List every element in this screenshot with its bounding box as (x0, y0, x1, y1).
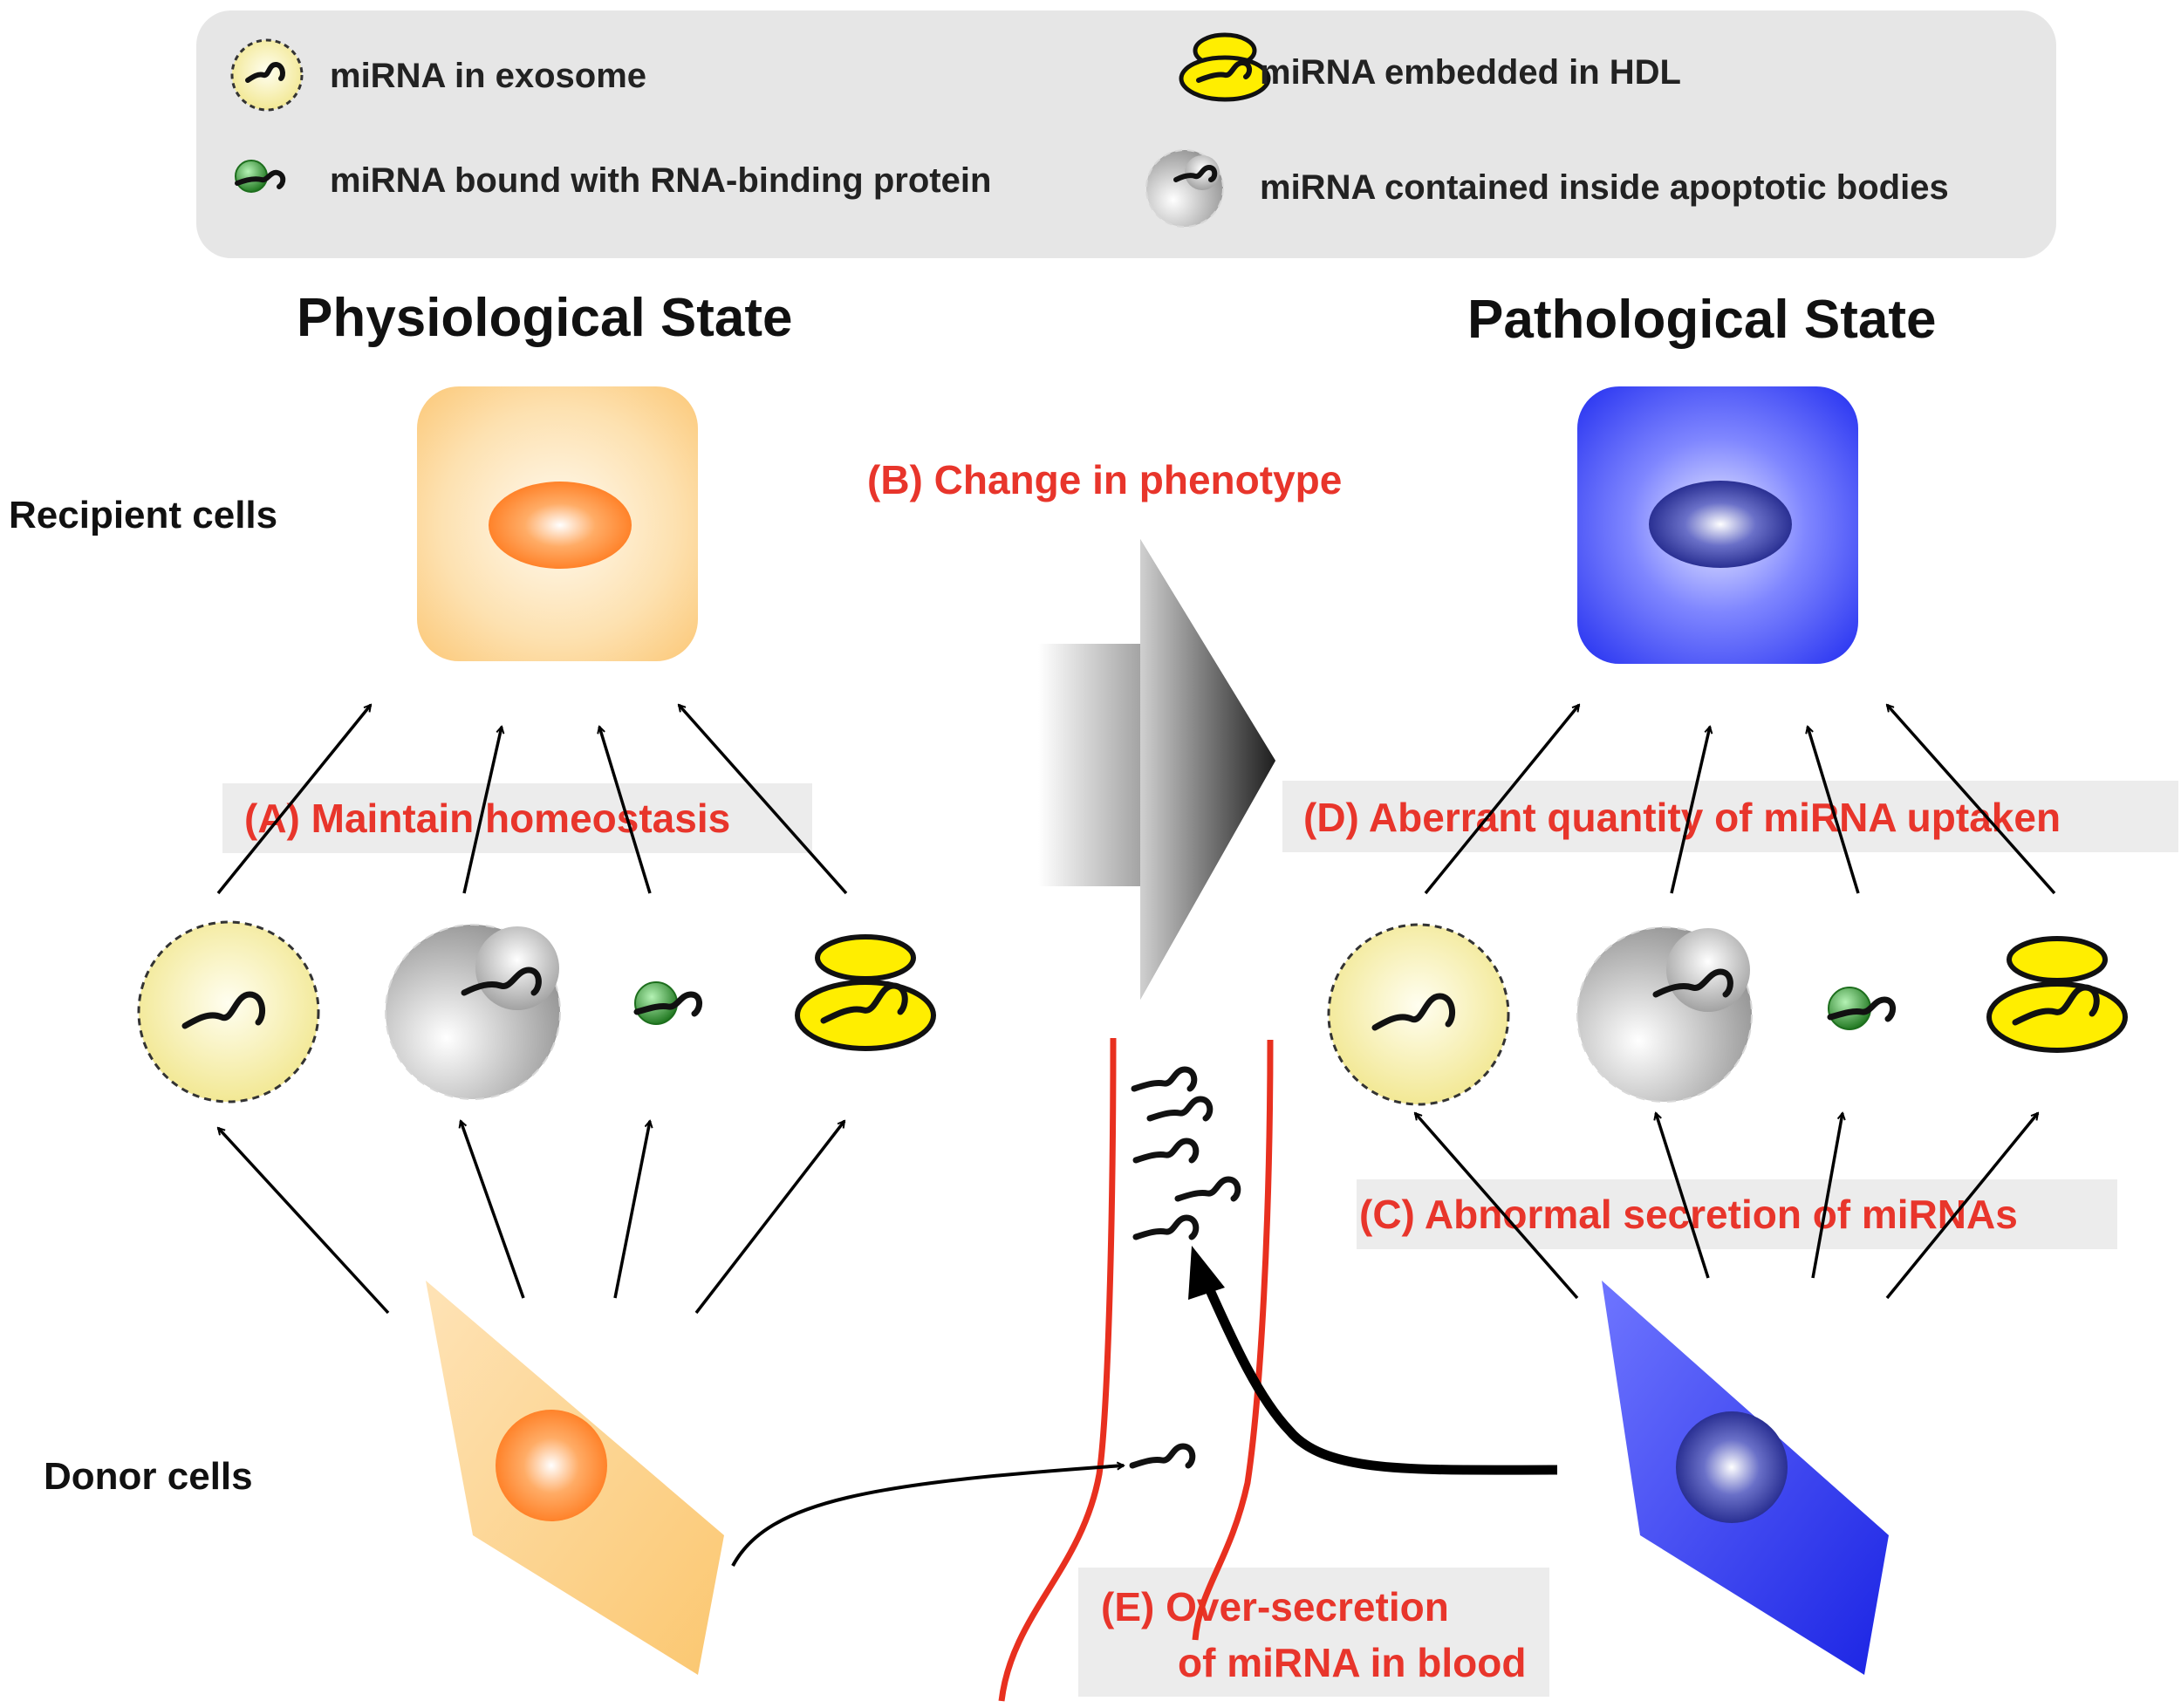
circulating-mirna (1129, 1443, 1196, 1469)
label-over-secretion-line1: (E) Over-secretion (1101, 1584, 1449, 1629)
secretion-arrows-physiological (218, 1121, 846, 1315)
legend-apoptotic-bodies-label: miRNA contained inside apoptotic bodies (1260, 168, 1949, 207)
label-change-in-phenotype: (B) Change in phenotype (867, 457, 1342, 502)
hdl-icon (1179, 32, 1271, 102)
donor-nucleus-physiological (496, 1410, 607, 1521)
normal-secretion-arrow (731, 1465, 1124, 1567)
circulating-mirna (1132, 1138, 1200, 1164)
recipient-cells-label: Recipient cells (9, 494, 277, 536)
label-aberrant-uptake: (D) Aberrant quantity of miRNA uptaken (1303, 795, 2061, 840)
donor-cell-physiological (426, 1281, 724, 1675)
label-box-d (1282, 781, 2178, 852)
blood-vessel (998, 1037, 1274, 1702)
circulating-mirna (1131, 1066, 1198, 1092)
apoptotic-body-icon (1576, 926, 1753, 1103)
legend-background (196, 10, 2056, 258)
physiological-state-heading: Physiological State (297, 288, 793, 348)
recipient-cell-physiological (417, 386, 698, 661)
exosome-icon (1327, 923, 1510, 1106)
pathological-state-heading: Pathological State (1467, 290, 1936, 350)
apoptotic-body-icon (1145, 149, 1224, 228)
circulating-mirna-group (1129, 1066, 1241, 1469)
rna-binding-protein-icon (633, 981, 702, 1025)
uptake-arrows-pathological (1424, 705, 2056, 895)
legend-exosome-label: miRNA in exosome (330, 57, 646, 95)
secretion-arrows-pathological (1415, 1113, 2040, 1300)
rna-binding-protein-icon (235, 160, 286, 193)
hdl-icon (1986, 936, 2128, 1053)
hdl-icon (795, 934, 936, 1051)
circulating-mirna (1146, 1096, 1214, 1122)
recipient-cell-pathological (1577, 386, 1858, 664)
circulating-mirna (1174, 1176, 1241, 1202)
rna-binding-protein-icon (1827, 987, 1896, 1030)
carriers-pathological (1327, 923, 2128, 1106)
over-secretion-arrowhead (1188, 1246, 1225, 1300)
over-secretion-arrow (1200, 1278, 1558, 1475)
donor-cell-pathological (1602, 1281, 1889, 1675)
apoptotic-body-icon (385, 924, 561, 1100)
recipient-nucleus-physiological (489, 482, 632, 569)
label-box-a (222, 783, 812, 853)
legend-rna-binding-protein-label: miRNA bound with RNA-binding protein (330, 161, 991, 200)
donor-cells-label: Donor cells (44, 1455, 253, 1498)
phenotype-change-arrow (1038, 539, 1275, 1000)
recipient-nucleus-pathological (1649, 481, 1792, 568)
donor-nucleus-pathological (1676, 1411, 1788, 1523)
carriers-physiological (137, 920, 936, 1103)
label-box-e (1078, 1568, 1549, 1697)
legend: miRNA in exosome miRNA bound with RNA-bi… (196, 10, 2056, 258)
exosome-icon (137, 920, 320, 1103)
circulating-mirna (1132, 1214, 1200, 1240)
label-maintain-homeostasis: (A) Maintain homeostasis (244, 796, 730, 841)
exosome-icon (230, 38, 304, 112)
label-over-secretion-line2: of miRNA in blood (1178, 1640, 1526, 1685)
uptake-arrows-physiological (216, 705, 848, 895)
legend-hdl-label: miRNA embedded in HDL (1260, 53, 1681, 92)
